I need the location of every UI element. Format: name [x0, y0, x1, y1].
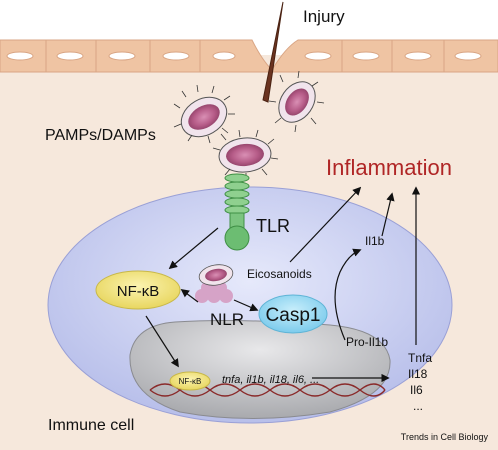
- inflammation-label: Inflammation: [326, 155, 452, 180]
- nlr-label: NLR: [210, 310, 244, 329]
- nfkb-ellipse: [95, 270, 181, 310]
- eicosanoids-label: Eicosanoids: [247, 267, 312, 281]
- arrow-nlr-to-casp1: [233, 299, 259, 312]
- tlr-label: TLR: [256, 216, 290, 236]
- tlr-receptor: [224, 173, 250, 251]
- casp1-ellipse: [258, 294, 328, 334]
- pro-il1b-label: Pro-Il1b: [346, 335, 388, 349]
- nfkb-small-label: NF-κB: [179, 377, 202, 386]
- arrow-nfkb-to-nucleus: [145, 315, 179, 368]
- pathogen-icon-2: [278, 81, 316, 123]
- nfkb-label: NF-κB: [117, 283, 160, 300]
- cytokine-tnfa: Tnfa: [408, 351, 432, 365]
- nfkb-small-ellipse: [169, 371, 211, 391]
- nlr-complex-icon: [195, 264, 234, 303]
- pathogen-icon-1: [180, 96, 228, 138]
- arrow-pro-il1b-to-il1b: [334, 248, 362, 341]
- arrows: [145, 186, 421, 383]
- arrow-tlr-to-nfkb: [168, 227, 219, 270]
- il1b-label: Il1b: [365, 234, 385, 248]
- injury-label: Injury: [303, 7, 345, 26]
- casp1-label: Casp1: [266, 305, 321, 326]
- injury-spike: [262, 1, 284, 103]
- cytokine-il18: Il18: [408, 367, 428, 381]
- immune-cell-label: Immune cell: [48, 417, 134, 434]
- pathogen-spikes: [173, 70, 325, 180]
- epithelial-borders: [45, 40, 445, 72]
- arrow-nlr-to-nfkb: [180, 288, 199, 303]
- cytokine-il6: Il6: [410, 383, 423, 397]
- arrow-il1b-to-inflammation: [381, 192, 395, 237]
- genes-label: tnfa, il1b, il18, il6, ...: [222, 374, 319, 386]
- pathogen-icon-3: [218, 137, 272, 173]
- credit-label: Trends in Cell Biology: [401, 432, 489, 442]
- pamps-damps-label: PAMPs/DAMPs: [45, 127, 156, 144]
- cytokine-ellipsis: ...: [413, 399, 423, 413]
- epithelial-cells: [6, 51, 482, 61]
- arrow-eicosanoids-to-inflammation: [289, 186, 362, 263]
